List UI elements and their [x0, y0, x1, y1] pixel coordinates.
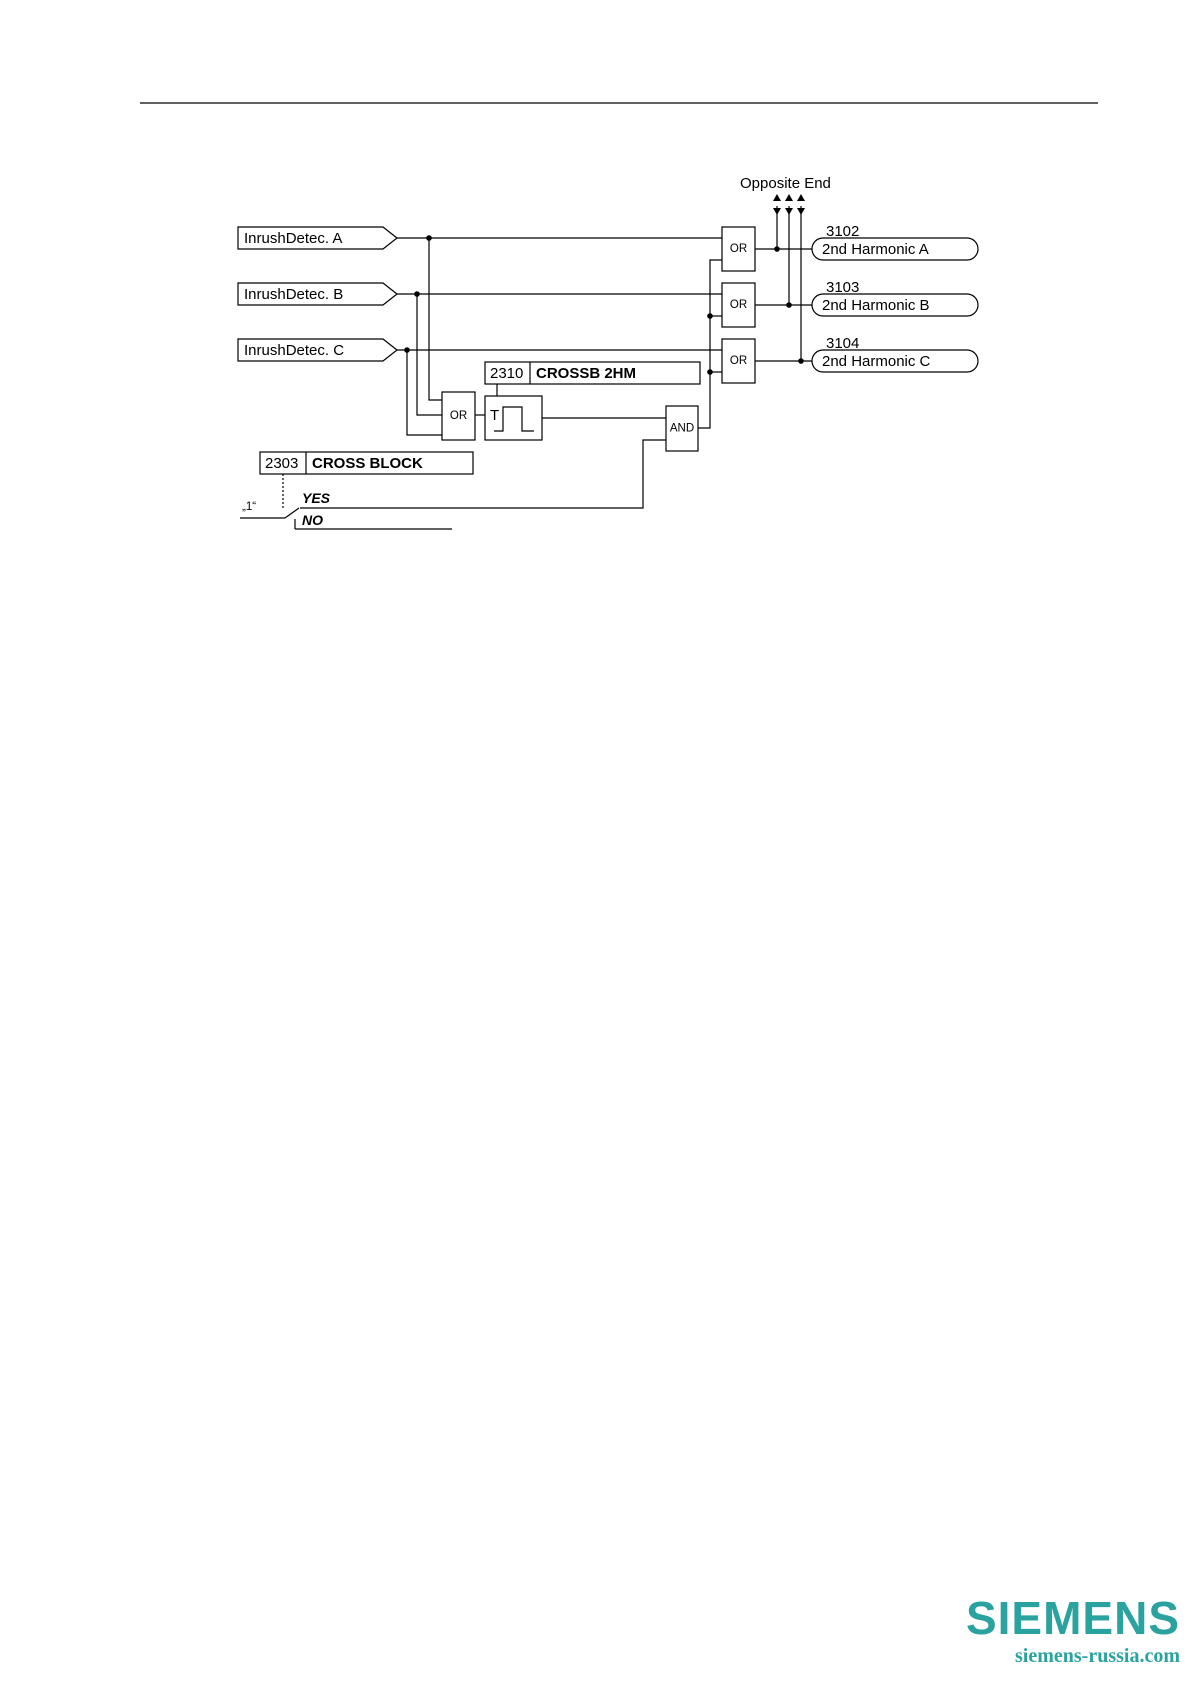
input-inrush-b-label: InrushDetec. B: [244, 286, 343, 303]
output-2nd-harmonic-b: 3103 2nd Harmonic B: [812, 279, 978, 316]
output-c-label: 2nd Harmonic C: [822, 353, 931, 370]
and-gate-label: AND: [670, 423, 694, 435]
or-gate-b-label: OR: [730, 299, 747, 311]
or-gate-c: OR: [722, 339, 755, 383]
input-inrush-a-label: InrushDetec. A: [244, 230, 342, 247]
output-2nd-harmonic-c: 3104 2nd Harmonic C: [812, 335, 978, 372]
switch-constant-label: „1“: [242, 501, 256, 513]
or-gate-inputs: OR: [442, 392, 475, 440]
or-gate-inputs-label: OR: [450, 410, 467, 422]
cross-block-switch: „1“ YES NO: [240, 474, 331, 529]
opposite-end-label: Opposite End: [740, 175, 831, 192]
output-b-label: 2nd Harmonic B: [822, 297, 930, 314]
opposite-end-arrows: [773, 194, 805, 215]
siemens-brand: SIEMENS: [966, 1592, 1180, 1644]
input-inrush-c: InrushDetec. C: [238, 339, 397, 361]
or-gate-c-label: OR: [730, 355, 747, 367]
output-2nd-harmonic-a: 3102 2nd Harmonic A: [812, 223, 978, 260]
parameter-cross-block: 2303 CROSS BLOCK: [260, 452, 473, 474]
or-gate-a-label: OR: [730, 243, 747, 255]
input-inrush-a: InrushDetec. A: [238, 227, 397, 249]
siemens-site: siemens-russia.com: [1015, 1645, 1180, 1667]
parameter-cross-block-name: CROSS BLOCK: [312, 455, 423, 472]
switch-no-label: NO: [302, 512, 323, 528]
timer-label: T: [490, 407, 499, 424]
switch-yes-label: YES: [302, 490, 331, 506]
and-gate: AND: [666, 406, 698, 451]
output-a-label: 2nd Harmonic A: [822, 241, 929, 258]
parameter-cross-block-number: 2303: [265, 455, 298, 472]
pulse-timer: T: [485, 396, 542, 440]
input-inrush-c-label: InrushDetec. C: [244, 342, 344, 359]
parameter-crossb-2hm-name: CROSSB 2HM: [536, 365, 636, 382]
input-inrush-b: InrushDetec. B: [238, 283, 397, 305]
siemens-logo: SIEMENS siemens-russia.com: [966, 1592, 1180, 1667]
parameter-crossb-2hm-number: 2310: [490, 365, 523, 382]
or-gate-b: OR: [722, 283, 755, 327]
or-gate-a: OR: [722, 227, 755, 271]
parameter-crossb-2hm: 2310 CROSSB 2HM: [485, 362, 700, 384]
